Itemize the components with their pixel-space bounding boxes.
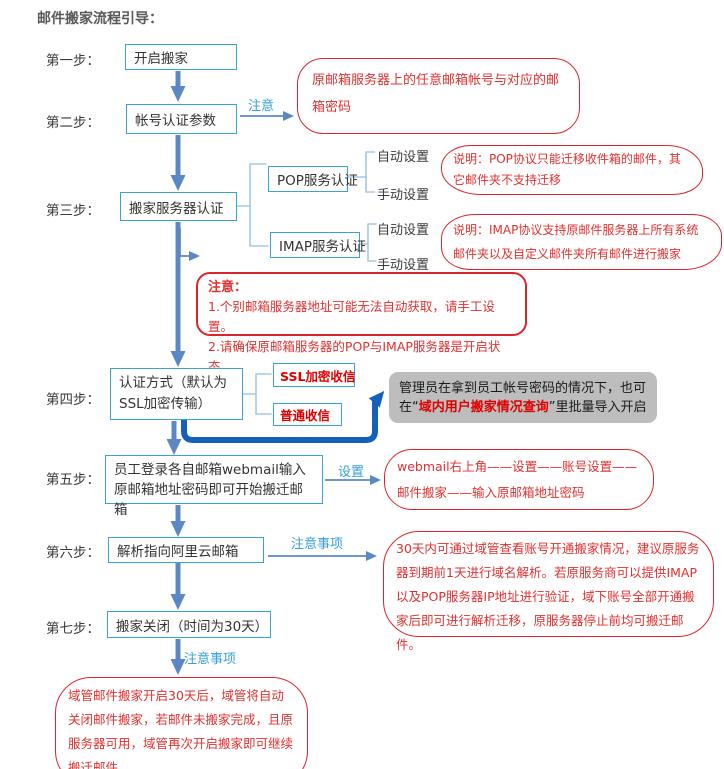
imap-auto-option: 自动设置 [377, 223, 430, 238]
plain-receive-box: 普通收信 [273, 403, 342, 426]
step-5-box: 员工登录各自邮箱webmail输入原邮箱地址密码即可开始搬迁邮箱 [105, 455, 323, 518]
step-5-label: 第五步： [46, 472, 100, 488]
step-2-box: 帐号认证参数 [126, 104, 237, 134]
step-1-box: 开启搬家 [125, 44, 237, 70]
step-7-label: 第七步： [46, 621, 100, 637]
page-title: 邮件搬家流程引导： [37, 11, 163, 27]
admin-note-prefix: 管理员在拿到员工帐号密码的情况下，也可在“ [399, 381, 647, 415]
note-step7-bubble: 域管邮件搬家开启30天后，域管将自动关闭邮件搬家，若邮件未搬家完成，且原服务器可… [55, 677, 308, 769]
note-step2-bubble: 原邮箱服务器上的任意邮箱帐号与对应的邮箱密码 [297, 58, 580, 134]
warning-box: 注意： 1.个别邮箱服务器地址可能无法自动获取，请手工设置。 2.请确保原邮箱服… [196, 272, 527, 374]
step-6-label: 第六步： [46, 545, 100, 561]
note-imap-bubble: 说明：IMAP协议支持原邮件服务器上所有系统邮件夹以及自定义邮件夹所有邮件进行搬… [441, 214, 722, 270]
pop-manual-option: 手动设置 [377, 188, 430, 203]
step-6-box: 解析指向阿里云邮箱 [108, 537, 264, 563]
pop-auth-box: POP服务认证 [268, 166, 358, 192]
arrow-label-notice: 注意 [248, 99, 275, 114]
step-3-label: 第三步： [46, 203, 100, 219]
admin-note-box: 管理员在拿到员工帐号密码的情况下，也可在“域内用户搬家情况查询”里批量导入开启 [389, 372, 657, 423]
step-4-label: 第四步： [46, 392, 100, 408]
step-1-label: 第一步： [46, 53, 100, 69]
pop-auto-option: 自动设置 [377, 150, 430, 165]
note-step5-bubble: webmail右上角——设置——账号设置——邮件搬家——输入原邮箱地址密码 [384, 449, 654, 510]
admin-note-suffix: ”里批量导入开启 [548, 400, 647, 415]
warning-line-2: 2.请确保原邮箱服务器的POP与IMAP服务器是开启状态。 [208, 339, 501, 374]
admin-note-highlight: 域内用户搬家情况查询 [418, 400, 549, 415]
arrow-label-precautions-7: 注意事项 [184, 652, 237, 667]
step-3-box: 搬家服务器认证 [120, 192, 237, 221]
warning-title: 注意： [208, 280, 248, 295]
arrow-label-settings: 设置 [338, 465, 365, 480]
step-4-box: 认证方式（默认为SSL加密传输） [110, 368, 243, 420]
note-pop-bubble: 说明：POP协议只能迁移收件箱的邮件，其它邮件夹不支持迁移 [441, 145, 703, 195]
imap-auth-box: IMAP服务认证 [270, 232, 366, 258]
step-7-box: 搬家关闭（时间为30天） [107, 611, 271, 638]
imap-manual-option: 手动设置 [377, 258, 430, 273]
note-step6-bubble: 30天内可通过域管查看账号开通搬家情况，建议原服务器到期前1天进行域名解析。若原… [383, 531, 714, 652]
step-2-label: 第二步： [46, 115, 100, 131]
ssl-receive-box: SSL加密收信 [273, 363, 355, 387]
warning-line-1: 1.个别邮箱服务器地址可能无法自动获取，请手工设置。 [208, 299, 495, 334]
arrow-label-precautions-6: 注意事项 [291, 537, 344, 552]
